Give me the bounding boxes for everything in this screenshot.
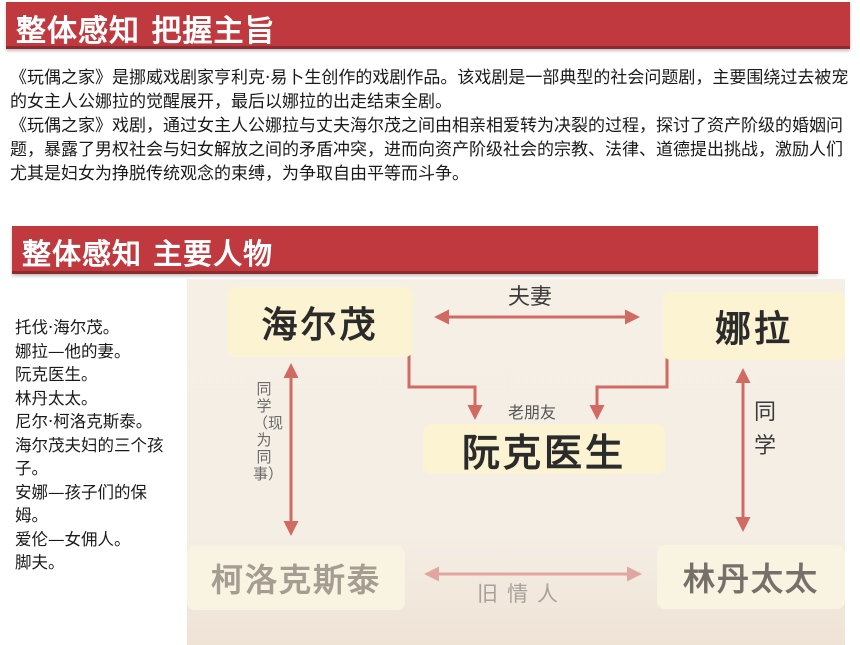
- character-item: 爱伦—女佣人。: [15, 529, 131, 549]
- relationship-arrows: [283, 309, 751, 582]
- nora-to-rank-arrow: [589, 352, 669, 420]
- relation-label-spouse: 夫妻: [508, 285, 553, 310]
- node-rank: 阮克医生: [423, 424, 665, 475]
- character-item: 安娜—孩子们的保姆。: [15, 482, 147, 526]
- intro-paragraph: 《玩偶之家》是挪威戏剧家亨利克·易卜生创作的戏剧作品。该戏剧是一部典型的社会问题…: [10, 68, 849, 112]
- character-item: 托伐·海尔茂。: [15, 318, 120, 337]
- character-list: 托伐·海尔茂。 娜拉—他的妻。 阮克医生。 林丹太太。 尼尔·柯洛克斯泰。 海尔…: [15, 316, 175, 575]
- relation-label-classmate-colleague: 同学（现为同事）: [253, 380, 284, 483]
- character-relationship-diagram: 海尔茂 娜拉 阮克医生 柯洛克斯泰 林丹太太 夫妻 老朋友 旧情人 同学（现为同…: [187, 279, 845, 645]
- node-linde: 林丹太太: [657, 545, 845, 609]
- intro-text: 《玩偶之家》是挪威戏剧家亨利克·易卜生创作的戏剧作品。该戏剧是一部典型的社会问题…: [10, 66, 850, 186]
- node-nora: 娜拉: [663, 292, 845, 360]
- section-title-banner-main-idea: 整体感知 把握主旨: [6, 2, 850, 49]
- helmer-to-rank-arrow: [407, 352, 483, 420]
- character-item: 海尔茂夫妇的三个孩子。: [15, 435, 164, 479]
- section-title: 整体感知 主要人物: [22, 237, 274, 271]
- relation-label-old-lover: 旧情人: [477, 582, 567, 606]
- node-krogstad: 柯洛克斯泰: [187, 546, 405, 610]
- intro-paragraph: 《玩偶之家》戏剧，通过女主人公娜拉与丈夫海尔茂之间由相亲相爱转为决裂的过程，探讨…: [10, 116, 843, 184]
- relation-label-classmate: 同学: [753, 400, 776, 459]
- character-item: 尼尔·柯洛克斯泰。: [15, 412, 153, 431]
- section-title-banner-characters: 整体感知 主要人物: [12, 226, 818, 274]
- node-helmer: 海尔茂: [227, 287, 413, 357]
- character-item: 林丹太太。: [15, 388, 98, 408]
- character-item: 娜拉—他的妻。: [15, 341, 131, 361]
- section-title: 整体感知 把握主旨: [16, 14, 276, 49]
- character-item: 脚夫。: [15, 553, 65, 572]
- character-item: 阮克医生。: [15, 365, 98, 384]
- relation-label-old-friend: 老朋友: [508, 403, 557, 422]
